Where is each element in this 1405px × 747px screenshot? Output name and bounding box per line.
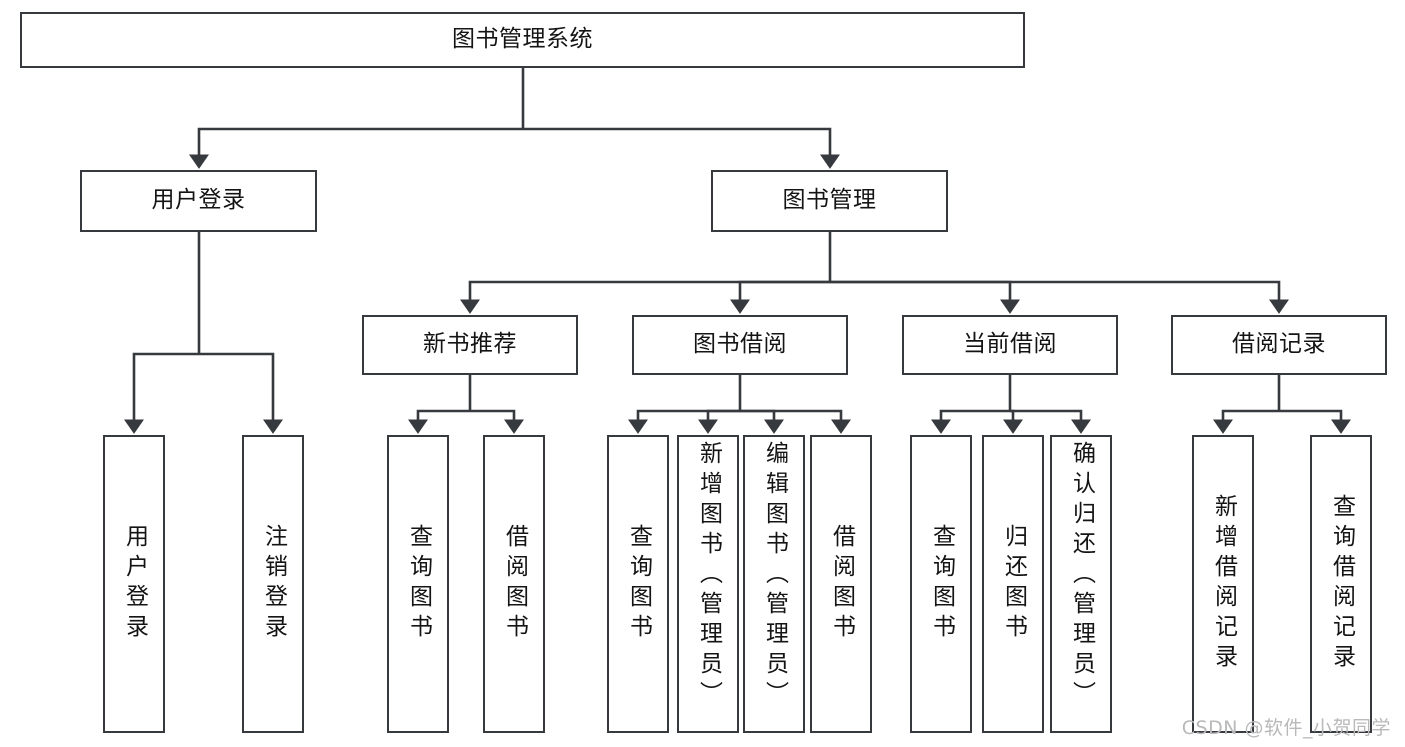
node-new-book-recommend-label: 新书推荐	[423, 331, 517, 358]
leaf-confirm-return[interactable]: 确认归还（管理员）	[1050, 435, 1112, 733]
leaf-query-book-2[interactable]: 查询图书	[607, 435, 669, 733]
leaf-borrow-book-1-label: 借阅图书	[501, 524, 528, 644]
watermark: CSDN @软件_小贺同学	[1181, 717, 1391, 739]
node-borrow-record[interactable]: 借阅记录	[1171, 315, 1387, 375]
leaf-borrow-book-2[interactable]: 借阅图书	[810, 435, 872, 733]
node-book-manage-label: 图书管理	[782, 187, 877, 214]
leaf-add-book-label: 新增图书（管理员）	[695, 441, 722, 711]
leaf-query-book-2-label: 查询图书	[625, 524, 652, 644]
node-current-borrow-label: 当前借阅	[963, 331, 1057, 358]
leaf-query-record[interactable]: 查询借阅记录	[1310, 435, 1372, 733]
leaf-edit-book[interactable]: 编辑图书（管理员）	[743, 435, 805, 733]
leaf-add-record-label: 新增借阅记录	[1210, 494, 1237, 674]
node-user-login-label: 用户登录	[151, 187, 246, 214]
leaf-user-logout[interactable]: 注销登录	[242, 435, 304, 733]
node-book-manage[interactable]: 图书管理	[711, 170, 948, 232]
leaf-query-book-1[interactable]: 查询图书	[387, 435, 449, 733]
node-user-login[interactable]: 用户登录	[80, 170, 317, 232]
leaf-user-login[interactable]: 用户登录	[103, 435, 165, 733]
leaf-query-book-1-label: 查询图书	[405, 524, 432, 644]
leaf-user-login-label: 用户登录	[121, 524, 148, 644]
leaf-edit-book-label: 编辑图书（管理员）	[761, 441, 788, 711]
node-book-borrow-label: 图书借阅	[693, 331, 787, 358]
node-root[interactable]: 图书管理系统	[20, 12, 1025, 68]
leaf-borrow-book-2-label: 借阅图书	[828, 524, 855, 644]
leaf-return-book-label: 归还图书	[1000, 524, 1027, 644]
node-current-borrow[interactable]: 当前借阅	[902, 315, 1118, 375]
leaf-confirm-return-label: 确认归还（管理员）	[1068, 441, 1095, 711]
leaf-return-book[interactable]: 归还图书	[982, 435, 1044, 733]
leaf-borrow-book-1[interactable]: 借阅图书	[483, 435, 545, 733]
leaf-user-logout-label: 注销登录	[260, 524, 287, 644]
leaf-query-record-label: 查询借阅记录	[1328, 494, 1355, 674]
leaf-add-record[interactable]: 新增借阅记录	[1192, 435, 1254, 733]
leaf-query-book-3-label: 查询图书	[928, 524, 955, 644]
leaf-add-book[interactable]: 新增图书（管理员）	[677, 435, 739, 733]
node-borrow-record-label: 借阅记录	[1232, 331, 1326, 358]
node-new-book-recommend[interactable]: 新书推荐	[362, 315, 578, 375]
node-root-label: 图书管理系统	[452, 26, 593, 53]
leaf-query-book-3[interactable]: 查询图书	[910, 435, 972, 733]
node-book-borrow[interactable]: 图书借阅	[632, 315, 848, 375]
